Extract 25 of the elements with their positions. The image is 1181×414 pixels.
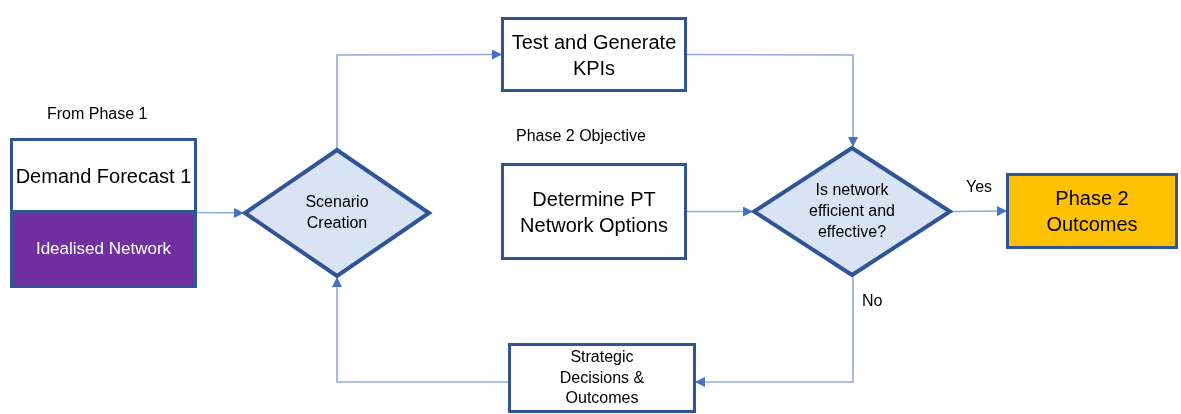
box-label: Test and Generate KPIs bbox=[510, 29, 678, 81]
arrow bbox=[332, 277, 509, 383]
caption-text: From Phase 1 bbox=[47, 105, 148, 123]
process-box bbox=[10, 210, 197, 288]
box-label: Idealised Network bbox=[35, 237, 172, 260]
arrow bbox=[196, 207, 244, 218]
box-label: Scenario Creation bbox=[304, 192, 370, 233]
box-label: Phase 2 Outcomes bbox=[1045, 186, 1139, 237]
box-label: Strategic Decisions & Outcomes bbox=[558, 346, 646, 409]
arrow bbox=[686, 53, 858, 147]
process-box bbox=[508, 343, 696, 413]
arrow bbox=[686, 206, 753, 217]
decision-diamond bbox=[752, 146, 952, 277]
arrow bbox=[695, 276, 854, 387]
decision-diamond bbox=[243, 148, 431, 278]
process-box bbox=[501, 163, 687, 260]
process-box bbox=[1006, 173, 1178, 249]
process-box bbox=[10, 138, 197, 213]
arrow bbox=[336, 49, 502, 149]
box-label: Determine PT Network Options bbox=[519, 186, 669, 238]
process-box bbox=[501, 17, 687, 92]
box-label: Is network efficient and effective? bbox=[808, 180, 896, 242]
arrow bbox=[951, 206, 1007, 217]
box-label: Demand Forecast 1 bbox=[15, 163, 192, 189]
caption-text: Phase 2 Objective bbox=[516, 127, 646, 145]
